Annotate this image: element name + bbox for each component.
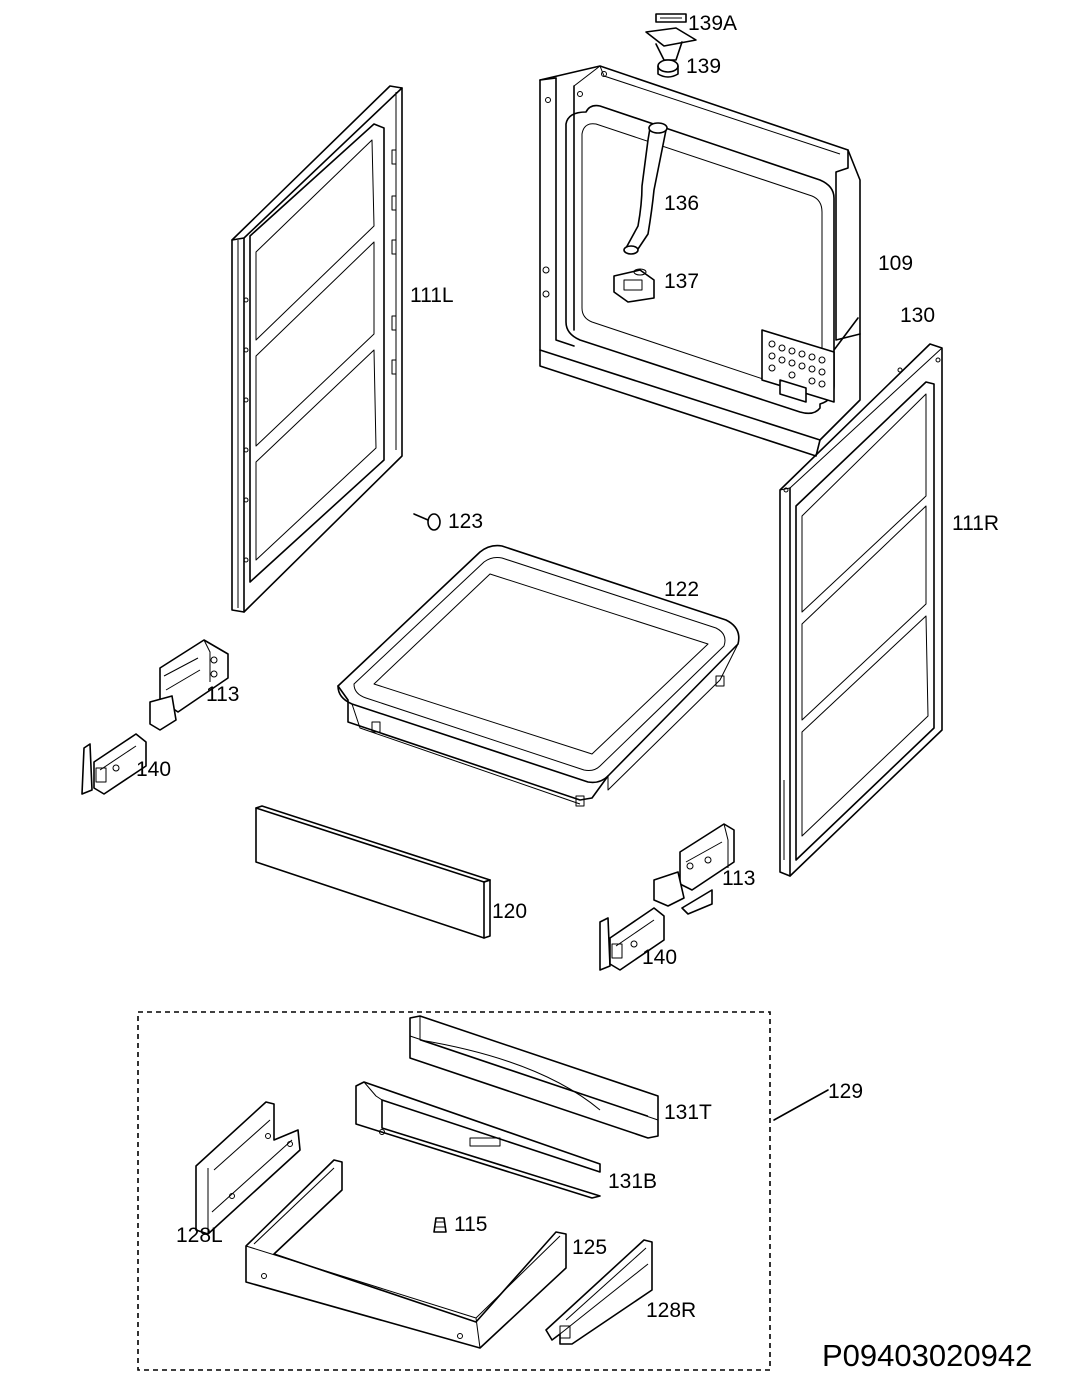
label-137: 137 [664,270,699,293]
label-122: 122 [664,578,699,601]
part-131T-top-rail [409,1015,659,1139]
label-139A: 139A [688,12,737,35]
label-111R: 111R [952,512,999,535]
label-129: 129 [828,1080,863,1103]
label-128L: 128L [176,1224,223,1247]
part-140-left-hinge [81,733,147,795]
part-140-right-hinge [599,907,665,971]
label-131T: 131T [664,1101,712,1124]
label-125: 125 [572,1236,607,1259]
part-125-drawer-frame [245,1159,567,1349]
label-109: 109 [878,252,913,275]
label-140-left: 140 [136,758,171,781]
part-137-bracket [613,268,655,303]
label-113-left: 113 [206,683,239,706]
part-139-connector [645,27,697,78]
part-128L-left-rail [195,1101,301,1235]
part-labels: 139A 139 136 109 137 130 111L 111R 123 1… [136,12,1032,1373]
drawing-code: P09403020942 [822,1338,1032,1373]
label-123: 123 [448,510,483,533]
part-115-clip [433,1217,447,1233]
label-111L: 111L [410,284,454,307]
part-113-left-hinge-bracket [149,639,229,731]
label-139: 139 [686,55,721,78]
label-131B: 131B [608,1170,657,1193]
part-130-perforated-panel [761,317,859,403]
part-109-back-frame [539,65,861,457]
part-120-front-panel [255,805,491,939]
part-128R-right-rail [545,1239,653,1345]
label-136: 136 [664,192,699,215]
label-130: 130 [900,304,935,327]
label-120: 120 [492,900,527,923]
label-140-right: 140 [642,946,677,969]
part-113-right-hinge-bracket [653,823,735,915]
part-122-drawer-tray [337,544,740,807]
label-115: 115 [454,1213,487,1236]
kit-129-boundary [137,1011,829,1371]
part-139A-clip [655,13,687,23]
part-123-screw [413,513,441,531]
part-136-hose [623,122,668,255]
label-128R: 128R [646,1299,696,1322]
part-131B-bottom-rail [355,1081,601,1199]
part-111L-left-side-panel [231,85,403,613]
part-111R-right-side-panel [779,343,943,877]
label-113-right: 113 [722,867,755,890]
